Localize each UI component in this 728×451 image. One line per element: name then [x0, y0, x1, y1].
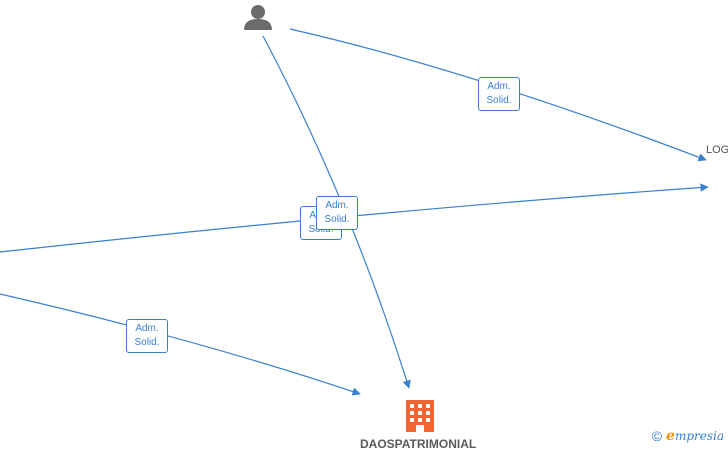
edge-label-line1: Adm.	[135, 323, 159, 334]
edge-label-line2: Solid.	[134, 337, 160, 348]
edge-label-left-company[interactable]: Adm. Solid.	[126, 319, 168, 353]
empresia-watermark: © empresia	[652, 428, 724, 444]
edge-left-to-company	[0, 293, 361, 396]
copyright-symbol: ©	[651, 428, 663, 444]
brand-initial: e	[666, 428, 675, 444]
edge-label-line1: Adm.	[325, 200, 349, 211]
brand-logo: empresia	[666, 428, 724, 444]
edge-label-person-log[interactable]: Adm. Solid.	[478, 77, 520, 111]
building-icon[interactable]	[406, 400, 434, 432]
edge-label-line1: Adm.	[487, 81, 511, 92]
company-name-label[interactable]: DAOSPATRIMONIAL	[360, 437, 477, 451]
edge-left-to-log	[0, 183, 709, 253]
log-node-label[interactable]: LOG	[706, 144, 728, 156]
edge-label-person-company[interactable]: Adm. Solid.	[316, 196, 358, 230]
edge-label-line2: Solid.	[324, 214, 350, 225]
edge-label-line2: Solid.	[486, 95, 512, 106]
person-icon[interactable]	[244, 5, 272, 30]
brand-rest: mpresia	[674, 429, 724, 443]
